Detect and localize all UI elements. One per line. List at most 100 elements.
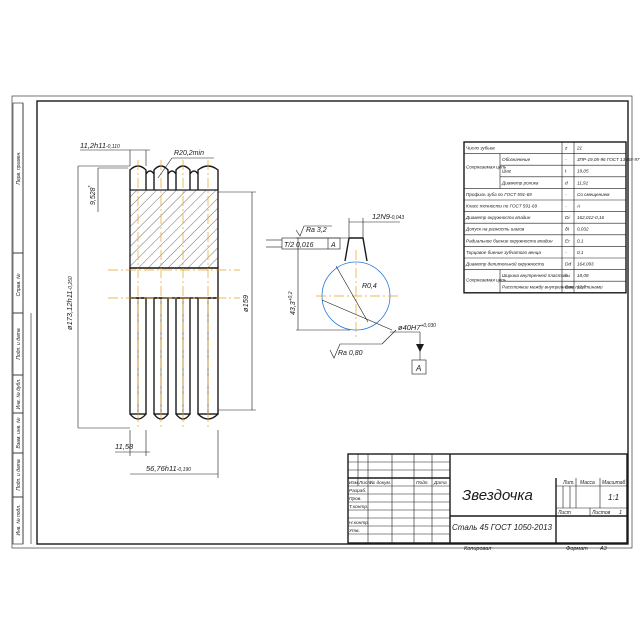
sheet-border xyxy=(11,95,633,549)
params-row-label: Обозначение xyxy=(502,157,531,162)
params-row-value: 21 xyxy=(576,146,583,151)
params-row-label: Диаметр делительной окружности xyxy=(465,261,545,267)
leader-r04 xyxy=(335,265,369,323)
datum-label: A xyxy=(415,364,421,373)
tolerance-datum: A xyxy=(330,242,336,249)
params-row-symbol: Dd xyxy=(565,262,571,268)
side-label-podp-data-2: Подп. и дата xyxy=(16,459,22,491)
tolerance-symmetry: T/2 0,016 xyxy=(284,242,314,249)
params-row-group: Сопрягаемая цепь xyxy=(466,278,507,283)
sprocket-section-view xyxy=(108,160,240,430)
tb-kopiroval: Копировал xyxy=(464,546,491,552)
tb-izm: Изм xyxy=(349,480,359,486)
params-row-symbol: - xyxy=(565,205,567,210)
params-row-label: Шаг xyxy=(502,169,512,174)
tb-listov: 1 xyxy=(619,510,622,516)
params-row-value: 0,032 xyxy=(577,227,589,232)
section-dimensions: ø173,12h11-0,250 ø159 9,528* 11,2h11-0,1… xyxy=(65,141,256,478)
params-row-label: Профиль зуба по ГОСТ 591-69 xyxy=(466,192,532,197)
tb-doc: № докум. xyxy=(370,480,391,486)
dim-d173: ø173,12h11-0,250 xyxy=(65,276,74,330)
params-row-value: А xyxy=(576,204,580,209)
params-row-label: Ширина внутренней пластины xyxy=(502,272,571,278)
params-row-symbol: - xyxy=(565,158,567,163)
tb-masshtab: Масштаб xyxy=(602,480,626,486)
params-row-label: Число зубьев xyxy=(466,146,495,151)
tb-podp: Подп. xyxy=(416,480,429,486)
params-row-symbol: - xyxy=(565,251,567,256)
tb-nkontr: Н.контр. xyxy=(349,520,369,526)
keyway-notch xyxy=(344,237,368,262)
tb-scale: 1:1 xyxy=(608,493,619,502)
tolerance-frame xyxy=(281,237,341,250)
dim-tooth-h: 9,528* xyxy=(88,184,97,205)
hub-detail-view: R0,4 43,3+0,2 12N9-0,043 ø40H7+0,030 A R… xyxy=(266,212,436,375)
tb-prov: Пров. xyxy=(349,496,362,502)
params-row-symbol: h xyxy=(565,273,568,279)
side-label-inv-podl: Инв. № подл. xyxy=(16,504,22,535)
tb-listov-label: Листов xyxy=(591,510,611,516)
params-row-label: Допуск на разность шагов xyxy=(465,227,525,232)
params-row-label: Торцовое биение зубчатого венца xyxy=(466,250,541,255)
tb-utv: Утв. xyxy=(349,528,360,534)
side-label-sprav-no: Справ. № xyxy=(16,273,22,296)
params-row-label: Диаметр ролика xyxy=(501,180,539,185)
dim-base-w: 11,58 xyxy=(115,442,134,451)
dim-bore: ø40H7+0,030 xyxy=(398,323,436,332)
params-row-label: Класс точности по ГОСТ 591-69 xyxy=(466,204,538,209)
params-row-value: 18,08 xyxy=(577,273,589,278)
params-row-symbol: δt xyxy=(565,227,570,233)
params-row-value: 11,91 xyxy=(577,180,589,185)
hub-band xyxy=(129,267,219,299)
dim-hub-h: 43,3+0,2 xyxy=(288,291,297,315)
title-block: Изм Лист № докум. Подп. Дата Разраб. Про… xyxy=(347,453,628,552)
tb-list-col: Лист xyxy=(358,480,371,486)
teeth-profile xyxy=(129,165,219,190)
params-row-symbol: Er xyxy=(565,238,570,244)
drawing-frame xyxy=(36,100,629,545)
dim-total-w: 56,76h11-0,190 xyxy=(146,464,191,473)
params-row-value: 162,012-0,16 xyxy=(577,215,605,220)
dim-d159: ø159 xyxy=(241,294,250,312)
side-strip: Перв. примен. Справ. № Подп. и дата Инв.… xyxy=(12,102,32,545)
params-row-symbol: t xyxy=(565,169,567,175)
side-label-perv-primen: Перв. примен. xyxy=(16,151,22,184)
params-row-value: 19,05 xyxy=(577,169,589,174)
tb-format: Формат xyxy=(566,546,588,552)
params-row-value: 12,7 xyxy=(577,285,586,290)
roughness-ra08: Ra 0,80 xyxy=(338,350,363,357)
params-row-symbol: Di xyxy=(565,215,570,221)
dim-r20: R20,2min xyxy=(174,150,204,157)
params-row-value: 0,1 xyxy=(577,250,584,255)
params-row-symbol: d xyxy=(565,180,568,186)
tb-razrab: Разраб. xyxy=(349,488,366,494)
params-row-symbol: z xyxy=(564,147,568,152)
params-row-value: Со смещением xyxy=(577,192,610,197)
dim-r04: R0,4 xyxy=(362,283,377,290)
tb-list-label: Лист xyxy=(557,510,571,516)
params-row-group: Сопрягаемая цепь xyxy=(466,165,507,170)
params-row-label: Расстояние между внутренними пластинами xyxy=(502,285,603,290)
params-row-value: 0,1 xyxy=(577,238,584,243)
side-label-vzam-inv: Взам. инв. № xyxy=(16,417,22,449)
params-row-label: Радиальное биение окружности впадин xyxy=(466,238,553,243)
tb-part-name: Звездочка xyxy=(462,487,533,504)
tb-format-val: А3 xyxy=(599,546,608,552)
params-row-symbol: - xyxy=(565,193,567,198)
hatched-section xyxy=(129,189,219,269)
params-row-symbol: Bвн xyxy=(565,285,574,291)
dim-width-top: 11,2h11-0,110 xyxy=(80,141,120,150)
tb-data: Дата xyxy=(433,480,447,486)
tb-material: Сталь 45 ГОСТ 1050-2013 xyxy=(452,523,553,532)
params-row-label: Диаметр окружности впадин xyxy=(465,215,531,220)
side-label-podp-data-1: Подп. и дата xyxy=(16,328,22,360)
datum-box-a xyxy=(411,359,427,375)
tb-tkontr: Т.контр. xyxy=(349,504,368,510)
params-table-frame xyxy=(463,141,627,294)
params-row-value: 164,093 xyxy=(577,262,594,267)
dim-keyway-w: 12N9-0,043 xyxy=(372,212,404,221)
params-row-value: 3ПР-19,05-96 ГОСТ 13568-97 xyxy=(577,157,640,162)
tb-massa: Масса xyxy=(580,480,595,486)
